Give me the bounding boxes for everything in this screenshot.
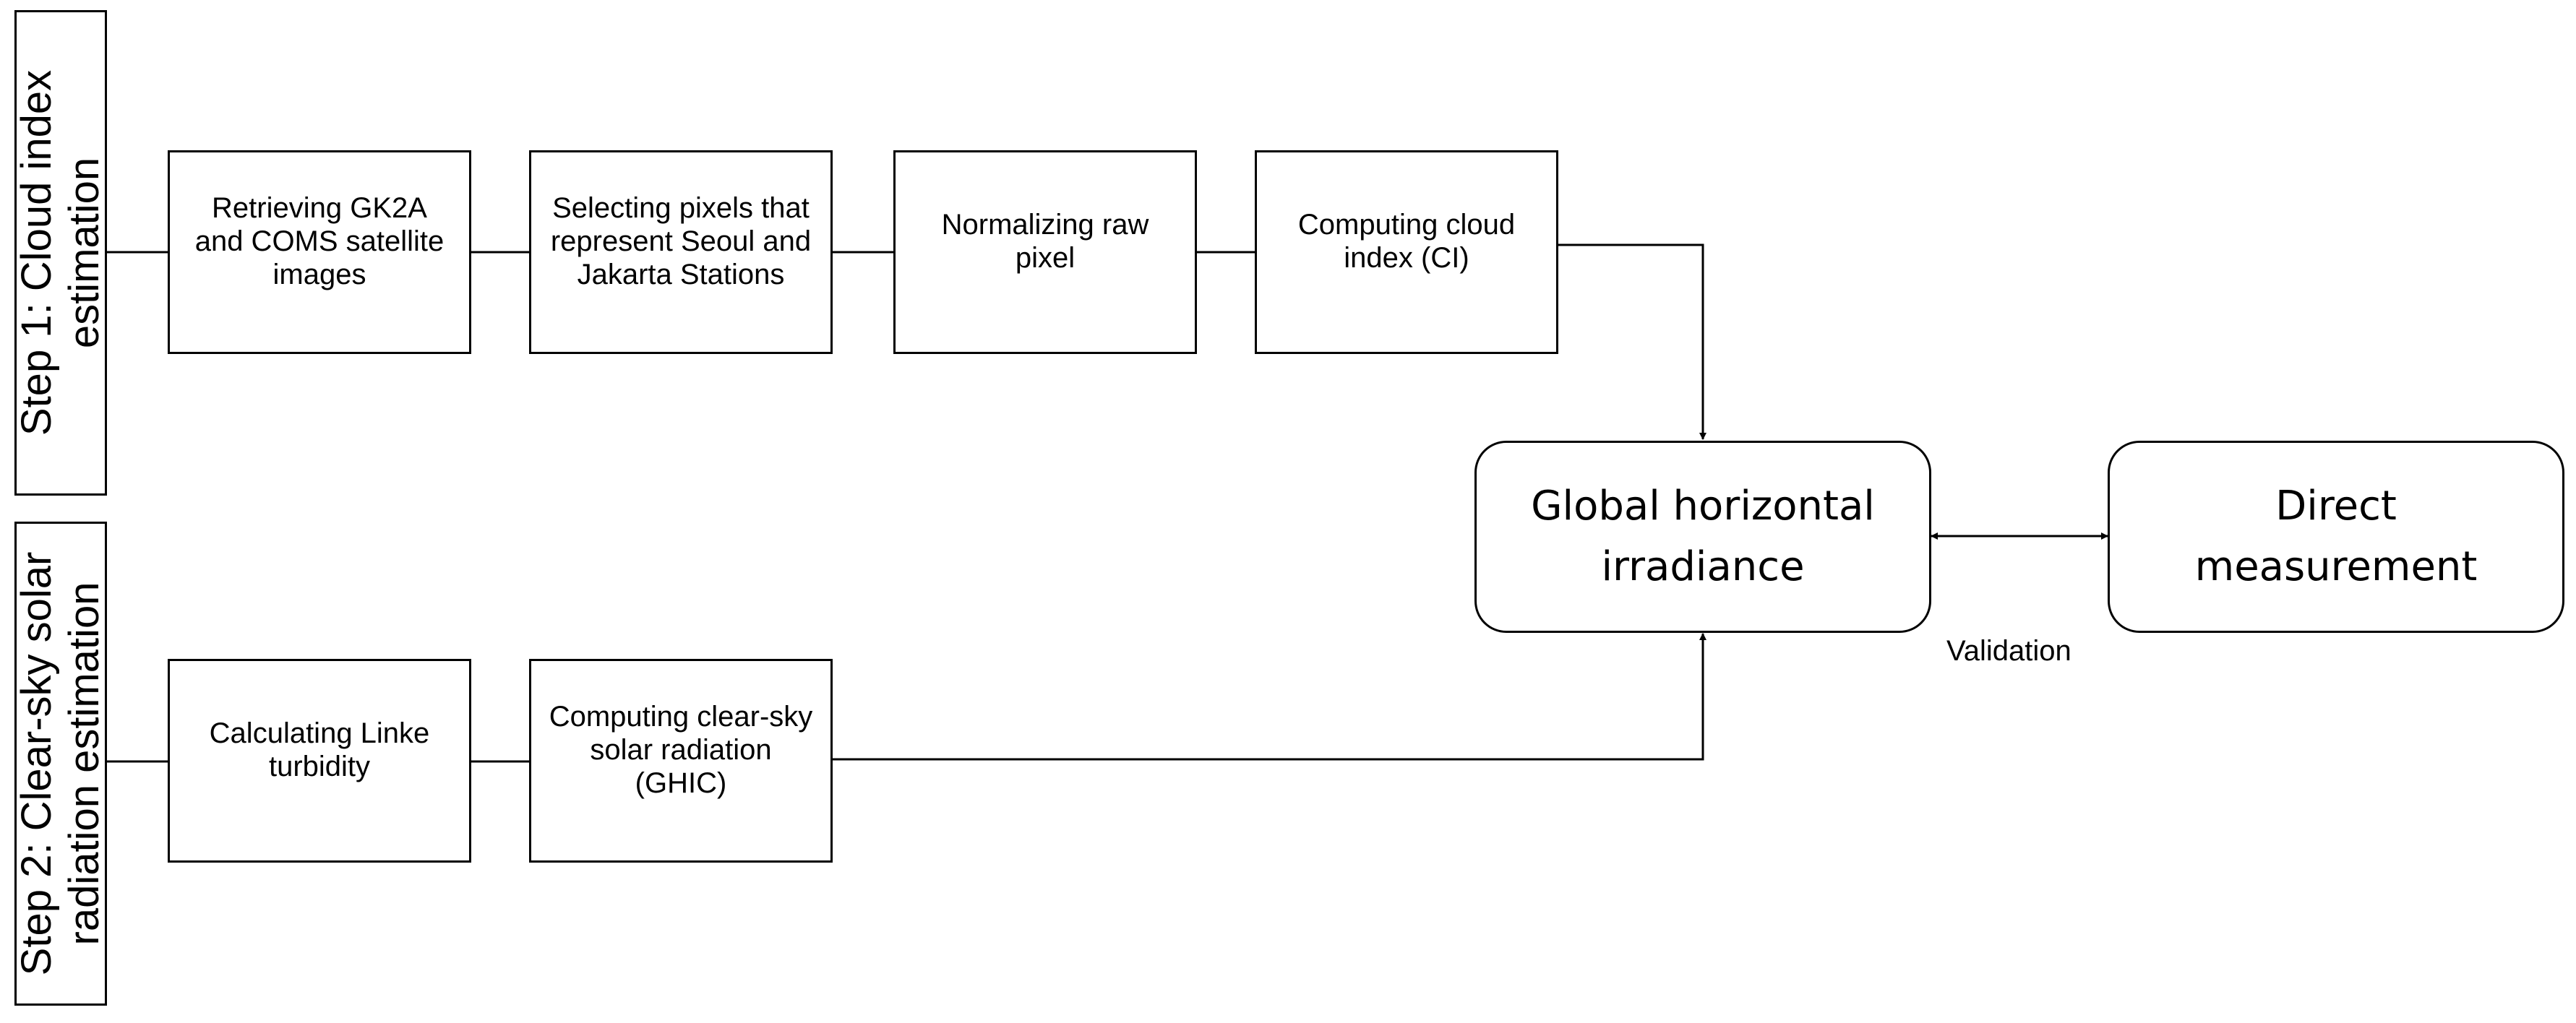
arrow-ghic-to-ghi	[833, 633, 1706, 761]
step1-label: Step 1: Cloud index estimation	[13, 10, 108, 496]
step2-label-text: Step 2: Clear-sky solar radiation estima…	[13, 551, 108, 976]
compute-cloud-index-box: Computing cloud index (CI)	[1255, 150, 1558, 354]
validation-label: Validation	[1946, 635, 2071, 667]
direct-measurement-box: Direct measurement	[2108, 441, 2564, 633]
global-horizontal-irradiance-box: Global horizontal irradiance	[1474, 441, 1931, 633]
step1-label-text: Step 1: Cloud index estimation	[13, 69, 108, 436]
linke-turbidity-box: Calculating Linke turbidity	[168, 659, 471, 863]
retrieve-images-box: Retrieving GK2A and COMS satellite image…	[168, 150, 471, 354]
normalize-pixel-box: Normalizing raw pixel	[893, 150, 1197, 354]
step2-label: Step 2: Clear-sky solar radiation estima…	[13, 522, 108, 1006]
select-pixels-box: Selecting pixels that represent Seoul an…	[529, 150, 833, 354]
clear-sky-radiation-box: Computing clear-sky solar radiation (GHI…	[529, 659, 833, 863]
arrow-ci-to-ghi	[1558, 243, 1706, 440]
